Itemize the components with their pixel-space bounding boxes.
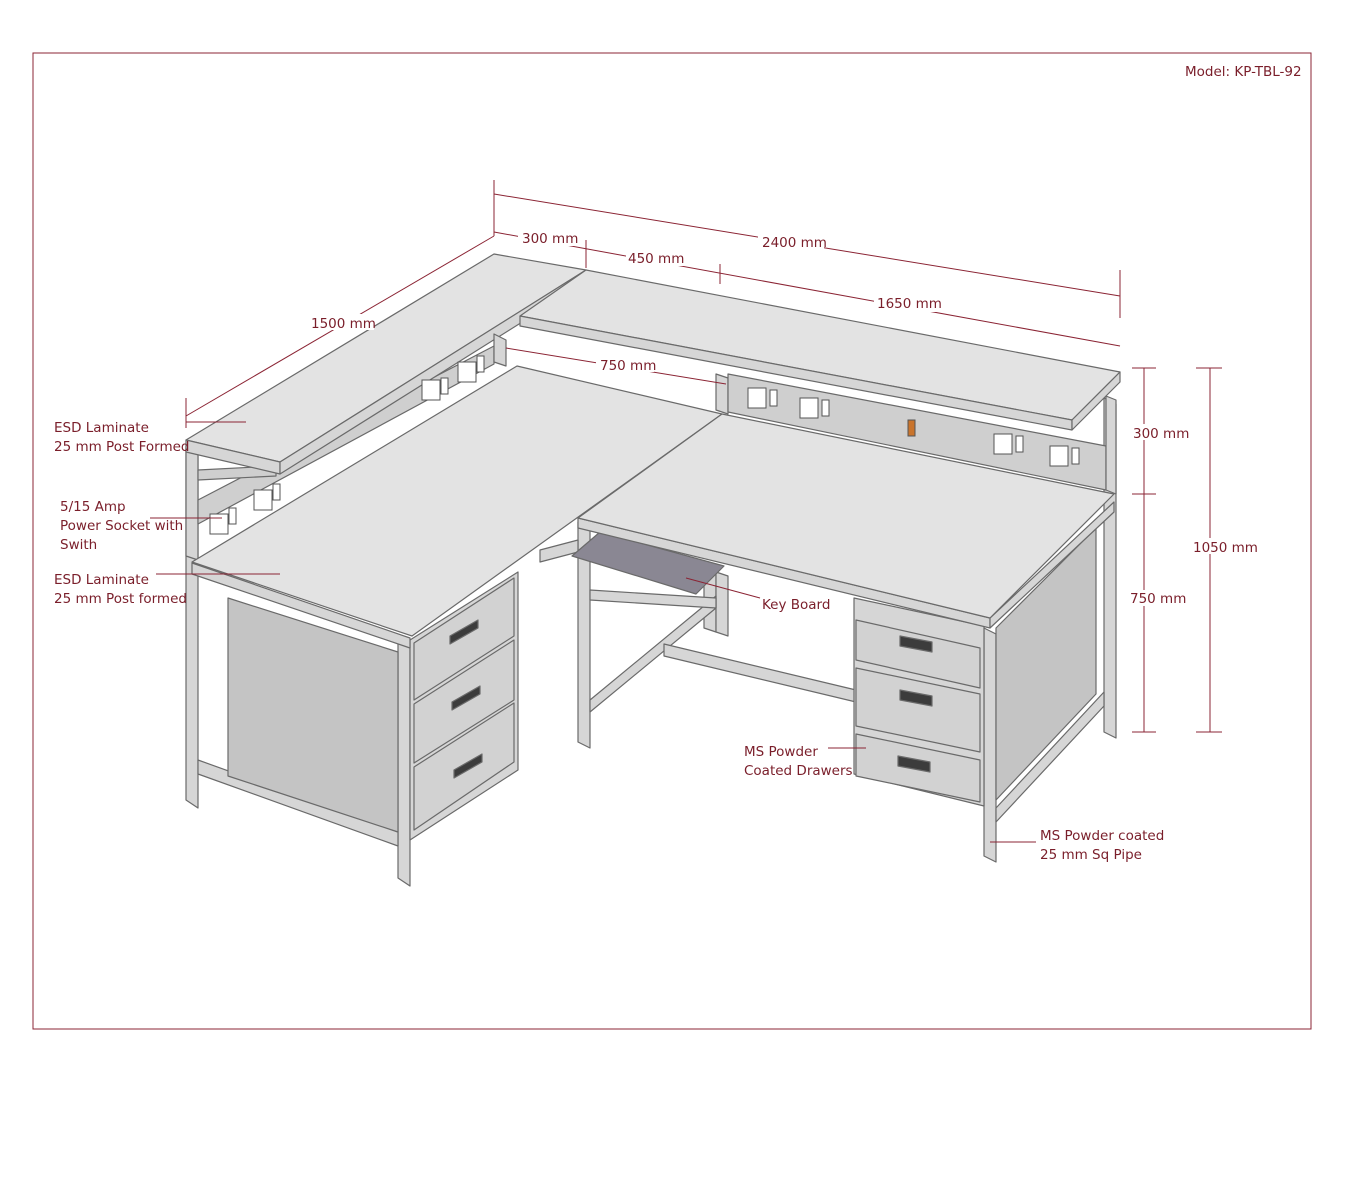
esd-laminate-shelf-line-1: ESD Laminate: [54, 420, 149, 436]
power-socket-icon: [993, 433, 1024, 455]
dim-450: 450 mm: [628, 251, 684, 267]
power-socket-label-line-2: Power Socket with: [60, 518, 183, 534]
mid-riser-post: [715, 373, 729, 415]
esd-laminate-worktop-line-2: 25 mm Post formed: [54, 591, 187, 607]
right-side-panel: [995, 527, 1097, 801]
power-socket-label-line-1: 5/15 Amp: [60, 499, 126, 515]
dim-750-depth: 750 mm: [600, 358, 656, 374]
dim-1050-height: 1050 mm: [1193, 540, 1258, 556]
right-worktop-side-edge: [989, 501, 1115, 629]
right-back-rail: [663, 643, 857, 703]
drawing-border: [32, 52, 1312, 1030]
power-socket-icon: [421, 377, 449, 401]
tray-rail: [589, 589, 717, 609]
drawer-handle-icon: [449, 619, 479, 645]
dim-750-height: 750 mm: [1130, 591, 1186, 607]
right-riser-post: [1105, 395, 1117, 495]
power-socket-label-line-3: Swith: [60, 537, 97, 553]
dim-1650: 1650 mm: [877, 296, 942, 312]
left-drawer-1: [413, 577, 515, 701]
right-drawer-2: [855, 667, 981, 753]
dim-1500: 1500 mm: [311, 316, 376, 332]
right-shelf-side: [1071, 371, 1121, 431]
model-label: Model: KP-TBL-92: [1185, 64, 1302, 80]
right-front-leg: [983, 627, 997, 863]
power-switch-icon: [907, 419, 916, 437]
left-side-panel: [227, 597, 399, 833]
dim-300-top: 300 mm: [522, 231, 578, 247]
right-drawer-1: [855, 619, 981, 689]
drawer-handle-icon: [899, 689, 933, 707]
power-socket-icon: [747, 387, 778, 409]
dim-300-height: 300 mm: [1133, 426, 1189, 442]
left-riser-post: [185, 445, 199, 561]
left-worktop-edge: [191, 562, 411, 649]
dim-2400: 2400 mm: [762, 235, 827, 251]
left-front-rail: [539, 539, 579, 563]
esd-laminate-worktop-line-1: ESD Laminate: [54, 572, 149, 588]
left-front-leg: [397, 639, 411, 887]
power-socket-icon: [253, 483, 281, 511]
power-socket-icon: [1049, 445, 1080, 467]
annotations: 300 mm 450 mm 2400 mm 1650 mm 1500 mm 75…: [54, 230, 1258, 863]
pipe-label-line-2: 25 mm Sq Pipe: [1040, 847, 1142, 863]
desk-illustration: [185, 253, 1121, 887]
drawer-handle-icon: [453, 753, 483, 779]
drawers-label-line-1: MS Powder: [744, 744, 818, 760]
power-socket-icon: [457, 355, 485, 383]
drawer-handle-icon: [899, 635, 933, 653]
drawers-label-line-2: Coated Drawers: [744, 763, 853, 779]
drawer-handle-icon: [451, 685, 481, 711]
keyboard-area-back-leg-2: [715, 571, 729, 637]
right-bottom-rail: [995, 691, 1105, 823]
power-socket-icon: [209, 507, 237, 535]
right-worktop: [577, 413, 1115, 619]
esd-laminate-shelf-line-2: 25 mm Post Formed: [54, 439, 189, 455]
drawer-handle-icon: [897, 755, 931, 773]
pipe-label-line-1: MS Powder coated: [1040, 828, 1164, 844]
keyboard-label: Key Board: [762, 597, 830, 613]
corner-riser-post: [493, 333, 507, 367]
power-socket-icon: [799, 397, 830, 419]
